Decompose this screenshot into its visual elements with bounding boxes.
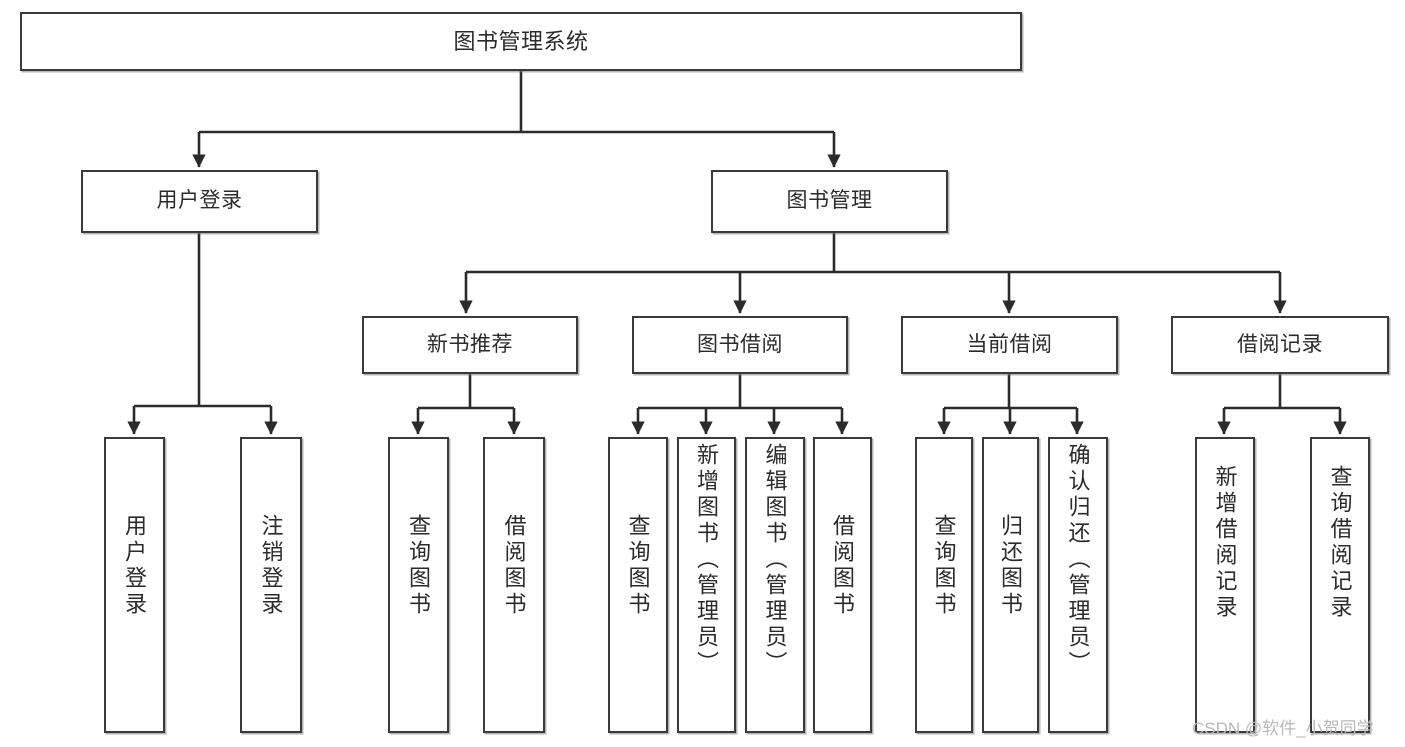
leaf-book-borrow-2[interactable]: 编辑图书（管理员） (745, 437, 805, 733)
leaf-book-borrow-3[interactable]: 借阅图书 (813, 437, 872, 733)
leaf-book-borrow-0[interactable]: 查询图书 (608, 437, 668, 733)
leaf-book-borrow-2-label: 编辑图书（管理员） (762, 443, 788, 677)
node-book-borrow[interactable]: 图书借阅 (632, 316, 848, 374)
csdn-watermark: CSDN @软件_小贺同学 (1192, 719, 1374, 738)
leaf-current-borrow-0[interactable]: 查询图书 (915, 437, 973, 733)
node-new-book-recommend-label: 新书推荐 (427, 332, 513, 356)
leaf-book-borrow-3-label: 借阅图书 (830, 514, 856, 618)
node-borrow-record-label: 借阅记录 (1237, 332, 1323, 356)
leaf-current-borrow-1[interactable]: 归还图书 (982, 437, 1039, 733)
leaf-user-login-0[interactable]: 用户登录 (104, 437, 165, 733)
node-current-borrow[interactable]: 当前借阅 (901, 316, 1118, 374)
leaf-borrow-record-0-label: 新增借阅记录 (1212, 465, 1238, 621)
leaf-user-login-1-label: 注销登录 (258, 514, 284, 618)
leaf-new-book-0-label: 查询图书 (406, 514, 432, 618)
leaf-borrow-record-1-label: 查询借阅记录 (1327, 465, 1353, 621)
node-book-management-label: 图书管理 (786, 189, 873, 213)
node-borrow-record[interactable]: 借阅记录 (1171, 316, 1389, 374)
node-root-label: 图书管理系统 (453, 28, 589, 54)
node-new-book-recommend[interactable]: 新书推荐 (362, 316, 578, 374)
leaf-borrow-record-0[interactable]: 新增借阅记录 (1195, 437, 1255, 733)
node-user-login-label: 用户登录 (156, 189, 243, 213)
leaf-new-book-1[interactable]: 借阅图书 (483, 437, 545, 733)
leaf-current-borrow-2[interactable]: 确认归还（管理员） (1048, 437, 1108, 733)
leaf-borrow-record-1[interactable]: 查询借阅记录 (1310, 437, 1370, 733)
leaf-book-borrow-1-label: 新增图书（管理员） (694, 443, 720, 677)
node-current-borrow-label: 当前借阅 (966, 332, 1053, 356)
node-book-borrow-label: 图书借阅 (697, 332, 783, 356)
leaf-current-borrow-0-label: 查询图书 (931, 514, 957, 618)
node-book-management[interactable]: 图书管理 (711, 170, 948, 233)
node-root[interactable]: 图书管理系统 (20, 12, 1022, 71)
leaf-new-book-0[interactable]: 查询图书 (388, 437, 449, 733)
leaf-user-login-1[interactable]: 注销登录 (240, 437, 302, 733)
node-user-login[interactable]: 用户登录 (81, 170, 318, 233)
leaf-book-borrow-1[interactable]: 新增图书（管理员） (677, 437, 736, 733)
leaf-current-borrow-1-label: 归还图书 (998, 514, 1024, 618)
leaf-new-book-1-label: 借阅图书 (501, 514, 527, 618)
leaf-user-login-0-label: 用户登录 (122, 514, 148, 618)
leaf-book-borrow-0-label: 查询图书 (625, 514, 651, 618)
leaf-current-borrow-2-label: 确认归还（管理员） (1065, 443, 1091, 677)
